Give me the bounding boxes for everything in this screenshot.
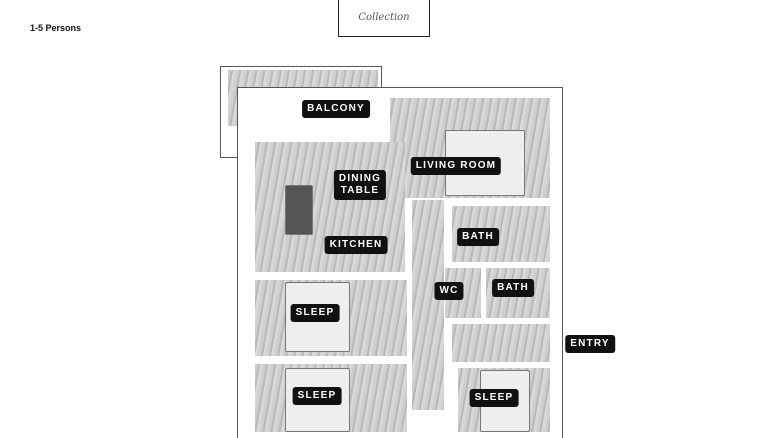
dining-table [285, 185, 313, 235]
entry-area [452, 324, 550, 362]
label-dining-table: DINING TABLE [333, 170, 387, 200]
label-bath-2: BATH [492, 279, 534, 297]
hallway-area [412, 200, 444, 410]
label-kitchen: KITCHEN [324, 236, 388, 254]
collection-logo: Collection [338, 0, 430, 37]
persons-count: 1-5 Persons [30, 23, 82, 33]
label-sleep-1: SLEEP [290, 304, 340, 322]
label-balcony: BALCONY [302, 100, 370, 118]
label-wc: WC [434, 282, 464, 300]
label-entry: ENTRY [565, 335, 615, 353]
label-bath-1: BATH [457, 228, 499, 246]
label-living-room: LIVING ROOM [410, 157, 502, 175]
label-sleep-2: SLEEP [292, 387, 342, 405]
logo-text: Collection [358, 12, 410, 23]
label-sleep-3: SLEEP [469, 389, 519, 407]
